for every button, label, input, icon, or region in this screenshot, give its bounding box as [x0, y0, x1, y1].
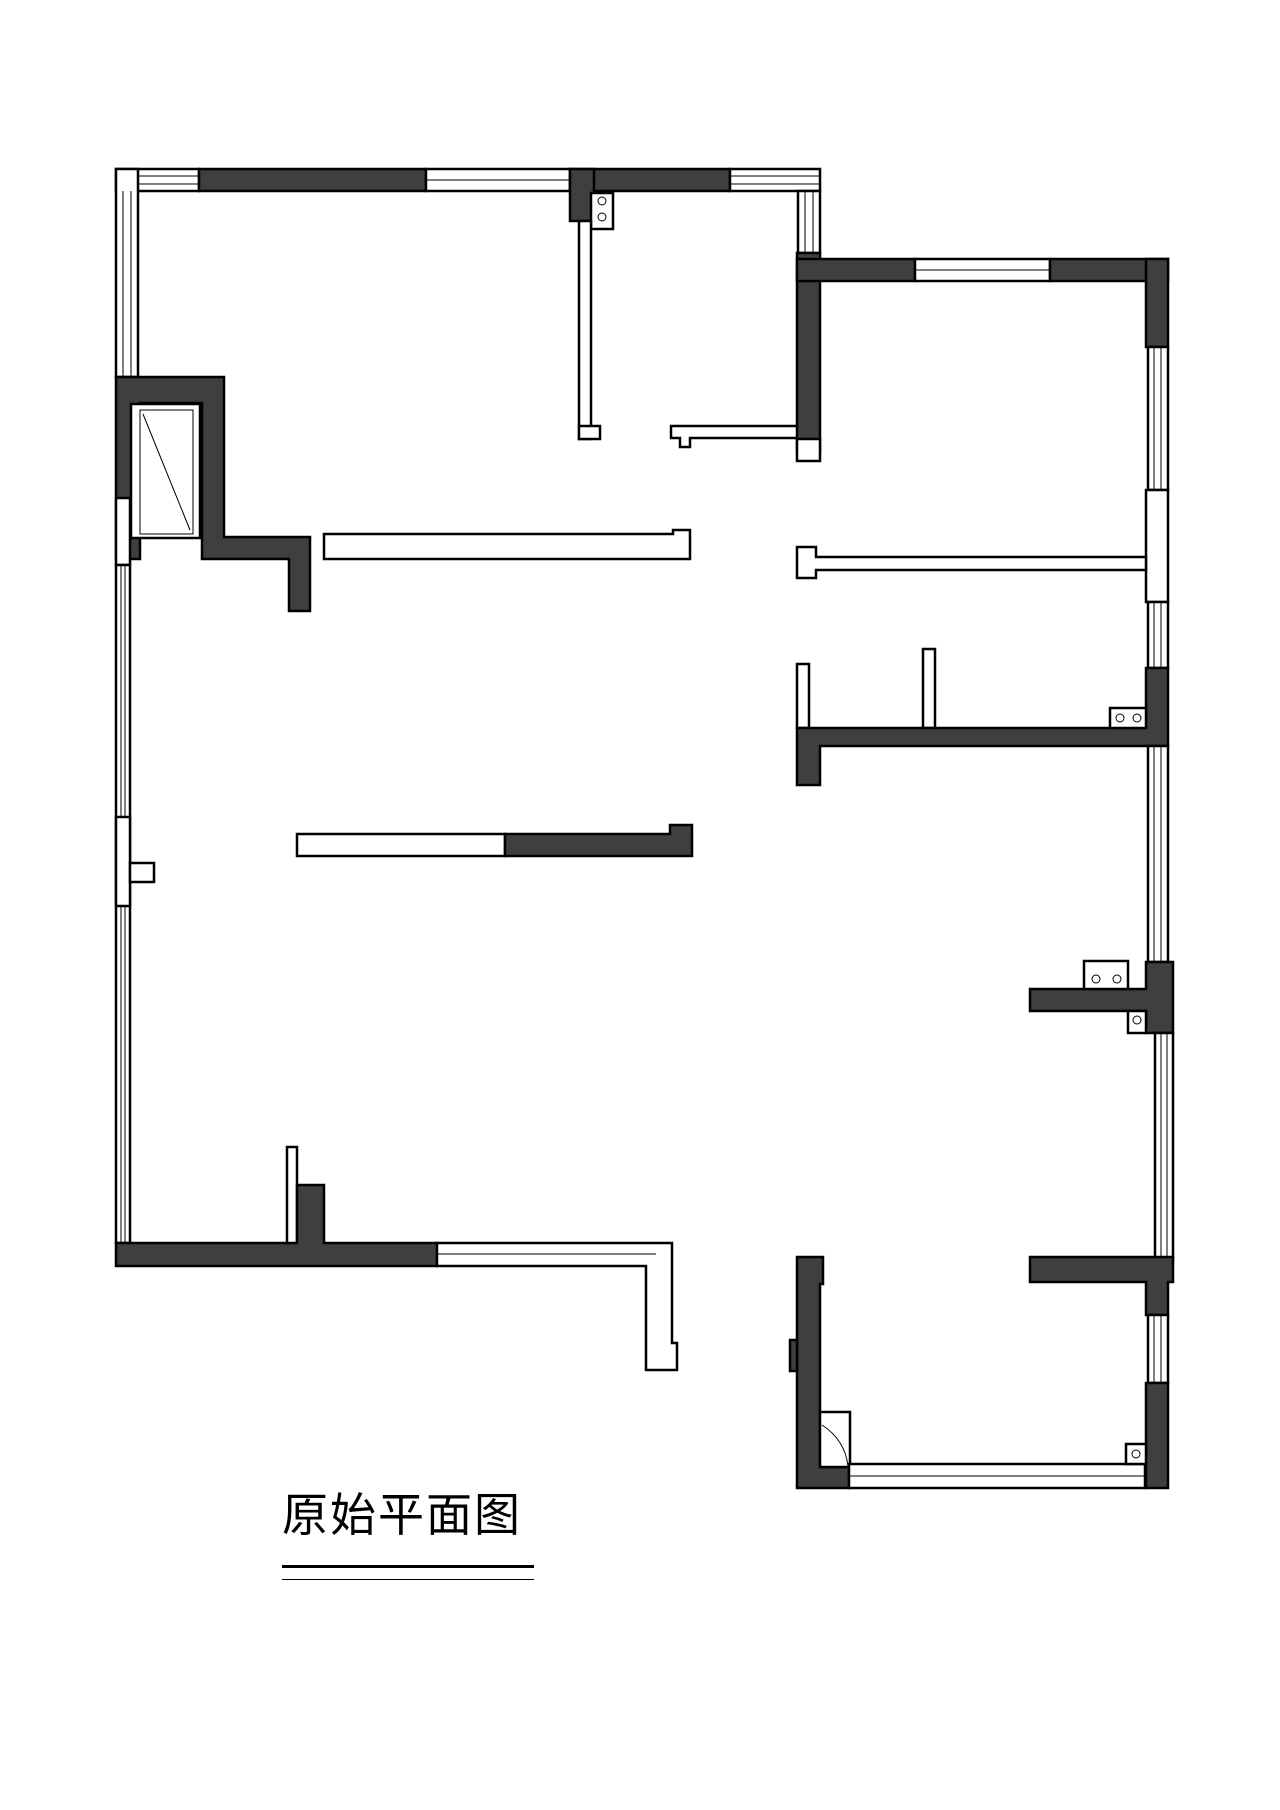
shaft-mid-right [1108, 706, 1148, 730]
window-right-mid-upper [1146, 600, 1170, 670]
partition-upper-right [795, 545, 1148, 580]
wall-bottom-left [114, 1183, 439, 1268]
window-right-mid [1146, 744, 1170, 964]
window-right-bottom [1146, 1313, 1170, 1385]
window-right-lower [1153, 1031, 1175, 1262]
window-left-small [114, 496, 132, 567]
pillar-right-room-corner [1144, 257, 1170, 349]
partition-stub-1 [795, 662, 811, 730]
title-underline-thick [282, 1565, 534, 1568]
window-left-upper [114, 167, 140, 379]
partition-bottom-left-thin [285, 1145, 299, 1247]
window-top-right-corner [728, 167, 822, 193]
door-swing-bottom-right [818, 1410, 852, 1469]
partition-small-step [669, 424, 802, 449]
left-mid-stub [128, 861, 156, 884]
wall-right-bottom [1144, 1381, 1170, 1490]
column-bottom-right [1028, 1255, 1175, 1317]
partition-center-light [295, 832, 507, 858]
partition-stub-2 [921, 647, 937, 730]
plan-title: 原始平面图 [282, 1488, 522, 1542]
shaft-top-center [589, 191, 615, 231]
partition-upper-left [322, 528, 692, 561]
window-top-right-side [796, 189, 822, 255]
wall-top-left [197, 167, 428, 193]
window-right-upper [1146, 345, 1170, 492]
shaft-right-mid [1082, 959, 1130, 991]
wall-right-room-top-left [795, 257, 917, 283]
title-underline-thin [282, 1579, 534, 1580]
wall-right-room-left [795, 251, 822, 454]
partition-center-dark [503, 823, 694, 858]
wall-bottom-right-stub [788, 1338, 799, 1373]
wall-right-segment [1144, 488, 1170, 604]
wall-bottom-center-outline [435, 1241, 679, 1372]
window-left-mid-box [114, 815, 132, 908]
partition-top-center [577, 219, 593, 441]
